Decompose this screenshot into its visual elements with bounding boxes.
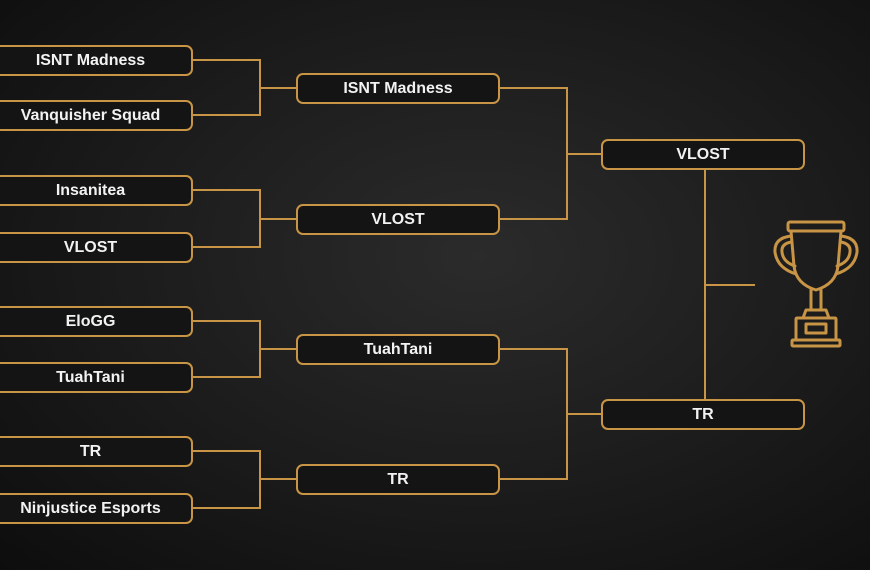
round1-slot-8: Ninjustice Esports (0, 493, 193, 524)
finals-slot-2: TR (601, 399, 805, 430)
round2-slot-4: TR (296, 464, 500, 495)
round1-slot-5: EloGG (0, 306, 193, 337)
round1-slot-2: Vanquisher Squad (0, 100, 193, 131)
round1-slot-7: TR (0, 436, 193, 467)
trophy-icon (773, 220, 859, 348)
round2-slot-3: TuahTani (296, 334, 500, 365)
round1-slot-1: ISNT Madness (0, 45, 193, 76)
round2-slot-2: VLOST (296, 204, 500, 235)
round1-slot-3: Insanitea (0, 175, 193, 206)
round2-slot-1: ISNT Madness (296, 73, 500, 104)
round1-slot-6: TuahTani (0, 362, 193, 393)
round1-slot-4: VLOST (0, 232, 193, 263)
finals-slot-1: VLOST (601, 139, 805, 170)
